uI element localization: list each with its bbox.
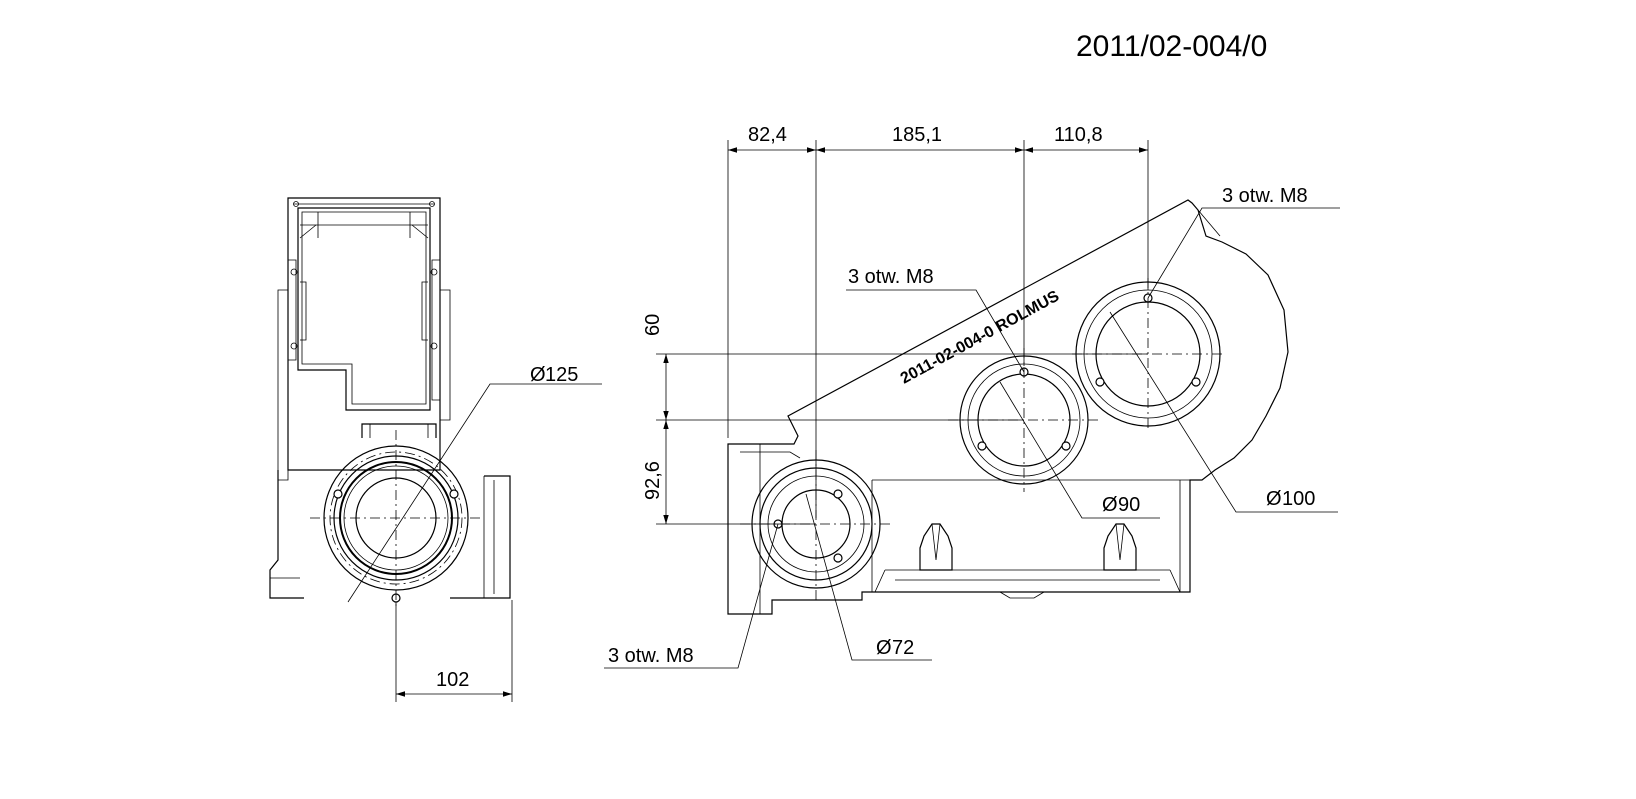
left-dia-125-value: 125 xyxy=(545,364,578,386)
left-lower-housing xyxy=(269,423,511,599)
flange-dia-100 xyxy=(1072,278,1226,432)
callout-dia-90-value: 90 xyxy=(1118,494,1140,516)
left-view: Ø 125 102 xyxy=(269,197,602,702)
left-width-value: 102 xyxy=(436,669,469,691)
callout-holes-top-right-text: 3 otw. M8 xyxy=(1222,185,1308,207)
left-width-dim: 102 xyxy=(395,600,513,702)
dim-110-8: 110,8 xyxy=(1054,124,1103,146)
dim-185-1: 185,1 xyxy=(892,124,942,146)
left-flange xyxy=(310,430,482,610)
callout-dia-72-symbol: Ø xyxy=(876,637,892,659)
dim-92-6: 92,6 xyxy=(642,461,664,500)
vertical-dims: 60 92,6 xyxy=(642,314,1148,525)
callout-dia-90-symbol: Ø xyxy=(1102,494,1118,516)
left-upper-housing xyxy=(277,197,451,481)
right-view: 2011-02-004-0 ROLMUS xyxy=(604,124,1340,669)
right-housing-outline xyxy=(727,199,1289,615)
engraved-label: 2011-02-004-0 ROLMUS xyxy=(898,288,1063,388)
dim-60: 60 xyxy=(642,314,664,336)
callout-dia-100-symbol: Ø xyxy=(1266,488,1282,510)
callout-dia-90: Ø 90 xyxy=(999,381,1160,519)
callout-dia-100-value: 100 xyxy=(1282,488,1315,510)
drawing-number: 2011/02-004/0 xyxy=(1076,30,1267,63)
callout-dia-72-value: 72 xyxy=(892,637,914,659)
horizontal-dims: 82,4 185,1 110,8 xyxy=(727,124,1149,518)
callout-holes-top-right: 3 otw. M8 xyxy=(1147,185,1340,299)
dim-82-4: 82,4 xyxy=(748,124,787,146)
left-dia-125-callout: Ø 125 xyxy=(347,364,602,603)
callout-holes-bottom: 3 otw. M8 xyxy=(604,523,779,669)
callout-holes-middle-text: 3 otw. M8 xyxy=(848,266,934,288)
left-dia-125-symbol: Ø xyxy=(530,364,546,386)
callout-dia-72: Ø 72 xyxy=(805,493,932,661)
callout-dia-100: Ø 100 xyxy=(1109,311,1338,513)
callout-holes-bottom-text: 3 otw. M8 xyxy=(608,645,694,667)
callout-holes-middle: 3 otw. M8 xyxy=(846,266,1025,373)
right-ribs xyxy=(919,523,1137,571)
